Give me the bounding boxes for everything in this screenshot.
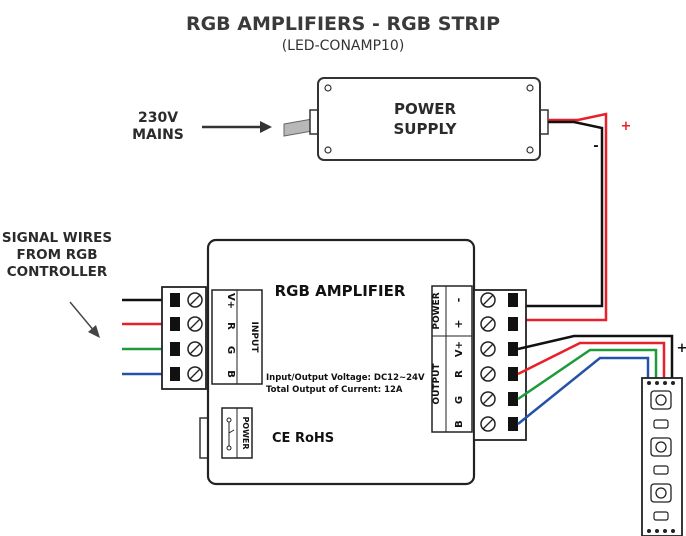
output-wires: + <box>517 334 686 425</box>
resistor-icon <box>653 419 669 429</box>
power-switch-label: POWER <box>241 416 250 449</box>
spec-line2: Total Output of Current: 12A <box>266 385 403 395</box>
resistor-icon <box>653 511 669 521</box>
input-terminal-block <box>161 286 207 390</box>
psu-plus-label: + <box>621 119 632 134</box>
psu-output-wires: + - <box>516 112 632 322</box>
output-terminal-r: R <box>454 370 465 378</box>
diagram-title: RGB AMPLIFIERS - RGB STRIP <box>186 13 500 35</box>
output-terminal-b: B <box>454 420 465 428</box>
power-terminal-minus: - <box>452 298 465 303</box>
output-terminal-block <box>473 289 527 441</box>
power-terminal-plus: + <box>452 319 465 328</box>
led-chip-icon <box>650 437 672 457</box>
signal-label-line3: CONTROLLER <box>7 264 108 280</box>
rgb-amplifier: RGB AMPLIFIER INPUT V+ R G B POWER OUTPU… <box>199 238 476 486</box>
power-switch-icon <box>226 417 235 451</box>
signal-label-line1: SIGNAL WIRES <box>2 230 112 246</box>
output-terminal-g: G <box>454 396 465 404</box>
output-group-label: OUTPUT <box>432 363 442 405</box>
spec-line1: Input/Output Voltage: DC12~24V <box>266 373 425 383</box>
input-group-label: INPUT <box>249 322 259 354</box>
psu-minus-label: - <box>593 139 598 154</box>
led-strip <box>641 377 683 536</box>
amplifier-title: RGB AMPLIFIER <box>275 282 406 300</box>
led-chip-icon <box>650 483 672 503</box>
mains-label-line2: MAINS <box>132 127 184 143</box>
resistor-icon <box>653 465 669 475</box>
diagram-subtitle: (LED-CONAMP10) <box>282 38 405 54</box>
power-supply-label-line1: POWER <box>394 100 457 118</box>
power-group-label: POWER <box>432 292 442 329</box>
strip-plus-label: + <box>677 341 686 356</box>
mains-arrow <box>202 121 272 133</box>
signal-pointer-arrow <box>69 301 100 338</box>
power-supply-label-line2: SUPPLY <box>393 120 457 138</box>
power-supply: POWER SUPPLY <box>309 77 549 161</box>
input-terminal-r: R <box>225 322 236 330</box>
input-terminal-b: B <box>225 370 236 378</box>
signal-label-line2: FROM RGB <box>17 247 98 263</box>
led-chip-icon <box>650 390 672 410</box>
input-terminal-vplus: V+ <box>225 293 236 309</box>
mains-label-line1: 230V <box>138 110 178 126</box>
cert-label: CE RoHS <box>272 431 334 446</box>
output-terminal-vplus: V+ <box>454 341 465 357</box>
input-terminal-g: G <box>225 346 236 354</box>
